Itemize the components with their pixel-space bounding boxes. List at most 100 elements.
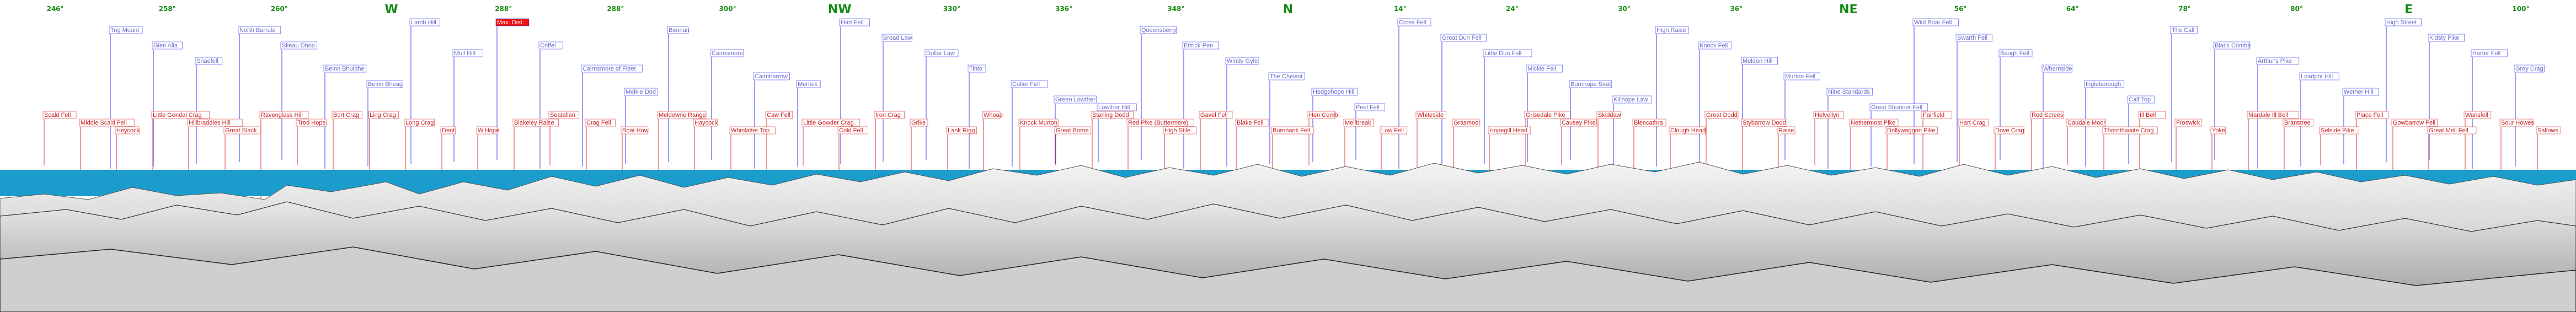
peak-label[interactable]: Causey Pike — [1562, 120, 1596, 126]
peak-label[interactable]: Tinto — [969, 66, 982, 72]
peak-label[interactable]: Dent — [442, 127, 455, 134]
peak-label[interactable]: Meldon Hill — [1743, 58, 1772, 64]
peak-label[interactable]: Snaefell — [196, 58, 218, 64]
peak-label[interactable]: Harter Fell — [2472, 50, 2500, 57]
peak-label[interactable]: Hart Crag — [1959, 120, 1986, 126]
peak-label[interactable]: Great Slack — [225, 127, 257, 134]
peak-label[interactable]: Great Dun Fell — [1442, 35, 1482, 41]
peak-label[interactable]: Seatallan — [550, 112, 575, 119]
peak-label[interactable]: Peel Fell — [1356, 104, 1380, 111]
peak-label[interactable]: Ling Crag — [370, 112, 396, 119]
peak-label[interactable]: Hedgehope Hill — [1313, 89, 1354, 95]
peak-label[interactable]: High Stile — [1164, 127, 1190, 134]
peak-label[interactable]: Whernside — [2043, 66, 2072, 72]
peak-label[interactable]: Wether Hill — [2344, 89, 2374, 95]
peak-label[interactable]: Queensberry — [1141, 27, 1177, 34]
peak-label[interactable]: Middle Scald Fell — [81, 120, 127, 126]
peak-label[interactable]: Crag Fell — [586, 120, 611, 126]
peak-label[interactable]: Ingleborough — [2086, 81, 2121, 88]
peak-label[interactable]: Branstree — [2284, 120, 2311, 126]
peak-label[interactable]: Cairnsmore — [712, 50, 743, 57]
peak-label[interactable]: Caw Fell — [767, 112, 790, 119]
peak-label[interactable]: Dollar Law — [926, 50, 955, 57]
peak-label[interactable]: Yoke — [2212, 127, 2225, 134]
peak-label[interactable]: Calf Top — [2129, 96, 2151, 103]
peak-label[interactable]: Little Dun Fell — [1484, 50, 1521, 57]
peak-label[interactable]: Wansfell — [2465, 112, 2488, 119]
peak-label[interactable]: Sour Howes — [2501, 120, 2534, 126]
peak-label[interactable]: Cold Fell — [839, 127, 863, 134]
peak-label[interactable]: Gowbarrow Fell — [2393, 120, 2435, 126]
peak-label[interactable]: Helvellyn — [1815, 112, 1840, 119]
peak-label[interactable]: Lamb Hill — [411, 19, 436, 26]
peak-label[interactable]: Great Borne — [1056, 127, 1089, 134]
peak-label[interactable]: Dollywaggon Pike — [1887, 127, 1935, 134]
peak-label[interactable]: Whoap — [984, 112, 1003, 119]
peak-label[interactable]: Long Crag — [405, 120, 434, 126]
peak-label[interactable]: Merrick — [798, 81, 818, 88]
peak-label[interactable]: Grey Crag — [2515, 66, 2543, 72]
peak-label[interactable]: Killhope Law — [1613, 96, 1648, 103]
peak-label[interactable]: Great Dodd — [1706, 112, 1738, 119]
peak-label[interactable]: Grisedale Pike — [1526, 112, 1565, 119]
peak-label[interactable]: Great Shunner Fell — [1871, 104, 1922, 111]
peak-label[interactable]: Mardale Ill Bell — [2248, 112, 2288, 119]
peak-label[interactable]: Meikle Dod — [626, 89, 656, 95]
peak-label[interactable]: Wild Boar Fell — [1914, 19, 1952, 26]
peak-label[interactable]: W.Hope — [478, 127, 499, 134]
peak-label[interactable]: Lowther Hill — [1098, 104, 1130, 111]
peak-label[interactable]: Scald Fell — [44, 112, 71, 119]
peak-label[interactable]: Starling Dodd — [1092, 112, 1129, 119]
peak-label[interactable]: Bort Crag — [333, 112, 359, 119]
peak-label[interactable]: Trig Mount — [110, 27, 139, 34]
peak-label[interactable]: Black Combe — [2215, 42, 2251, 49]
peak-label[interactable]: Red Screes — [2032, 112, 2064, 119]
peak-label[interactable]: Place Fell — [2356, 112, 2383, 119]
peak-label[interactable]: Selside Pike — [2321, 127, 2354, 134]
peak-label[interactable]: Little Gowder Crag — [803, 120, 854, 126]
peak-label[interactable]: Caudale Moor — [2067, 120, 2105, 126]
peak-label[interactable]: Grike — [911, 120, 926, 126]
peak-label[interactable]: Haycock — [694, 120, 718, 126]
peak-label[interactable]: Whinlatter Top — [731, 127, 769, 134]
peak-label[interactable]: Hart Fell — [841, 19, 864, 26]
peak-label[interactable]: Hillbraddles Hill — [189, 120, 231, 126]
peak-label[interactable]: Green Lowther — [1055, 96, 1095, 103]
peak-label[interactable]: Trod Hope — [297, 120, 326, 126]
peak-label[interactable]: Stybarrow Dodd — [1743, 120, 1786, 126]
peak-label[interactable]: Grasmoor — [1453, 120, 1481, 126]
peak-label[interactable]: Ettrick Pen — [1184, 42, 1213, 49]
peak-label[interactable]: Broad Law — [883, 35, 912, 41]
peak-label[interactable]: Little Gondal Crag — [153, 112, 202, 119]
peak-label[interactable]: Clough Head — [1670, 127, 1706, 134]
peak-label[interactable]: Heycock — [116, 127, 140, 134]
peak-label[interactable]: Knock Fell — [1699, 42, 1728, 49]
peak-label[interactable]: Fairfield — [1923, 112, 1944, 119]
peak-label[interactable]: Gavel Fell — [1200, 112, 1228, 119]
peak-label[interactable]: North Barrule — [239, 27, 275, 34]
peak-label[interactable]: Knock Murton — [1020, 120, 1057, 126]
peak-label[interactable]: Windy Gyle — [1227, 58, 1258, 64]
peak-label[interactable]: Max. Dist. — [497, 19, 524, 26]
peak-label[interactable]: Burnbank Fell — [1273, 127, 1310, 134]
peak-label[interactable]: Bennan — [669, 27, 690, 34]
peak-label[interactable]: Boat How — [622, 127, 649, 134]
peak-label[interactable]: The Calf — [2172, 27, 2195, 34]
peak-label[interactable]: Skiddaw — [1598, 112, 1621, 119]
peak-label[interactable]: High Street — [2386, 19, 2417, 26]
peak-label[interactable]: Arthur's Pike — [2258, 58, 2292, 64]
peak-label[interactable]: Dove Crag — [1995, 127, 2024, 134]
peak-label[interactable]: Sallows — [2537, 127, 2558, 134]
peak-label[interactable]: Whiteside — [1417, 112, 1444, 119]
peak-label[interactable]: Red Pike (Buttermere) — [1128, 120, 1188, 126]
peak-label[interactable]: The Cheviot — [1270, 73, 1302, 80]
peak-label[interactable]: Mull Hill — [454, 50, 475, 57]
peak-label[interactable]: Mellbreak — [1345, 120, 1371, 126]
peak-label[interactable]: Thornthwaite Crag — [2104, 127, 2154, 134]
peak-label[interactable]: Ill Bell — [2140, 112, 2156, 119]
peak-label[interactable]: Murton Fell — [1785, 73, 1815, 80]
peak-label[interactable]: Criffel — [540, 42, 556, 49]
peak-label[interactable]: Loadpot Hill — [2301, 73, 2333, 80]
peak-label[interactable]: Cross Fell — [1399, 19, 1426, 26]
peak-label[interactable]: Glen Alla — [153, 42, 178, 49]
